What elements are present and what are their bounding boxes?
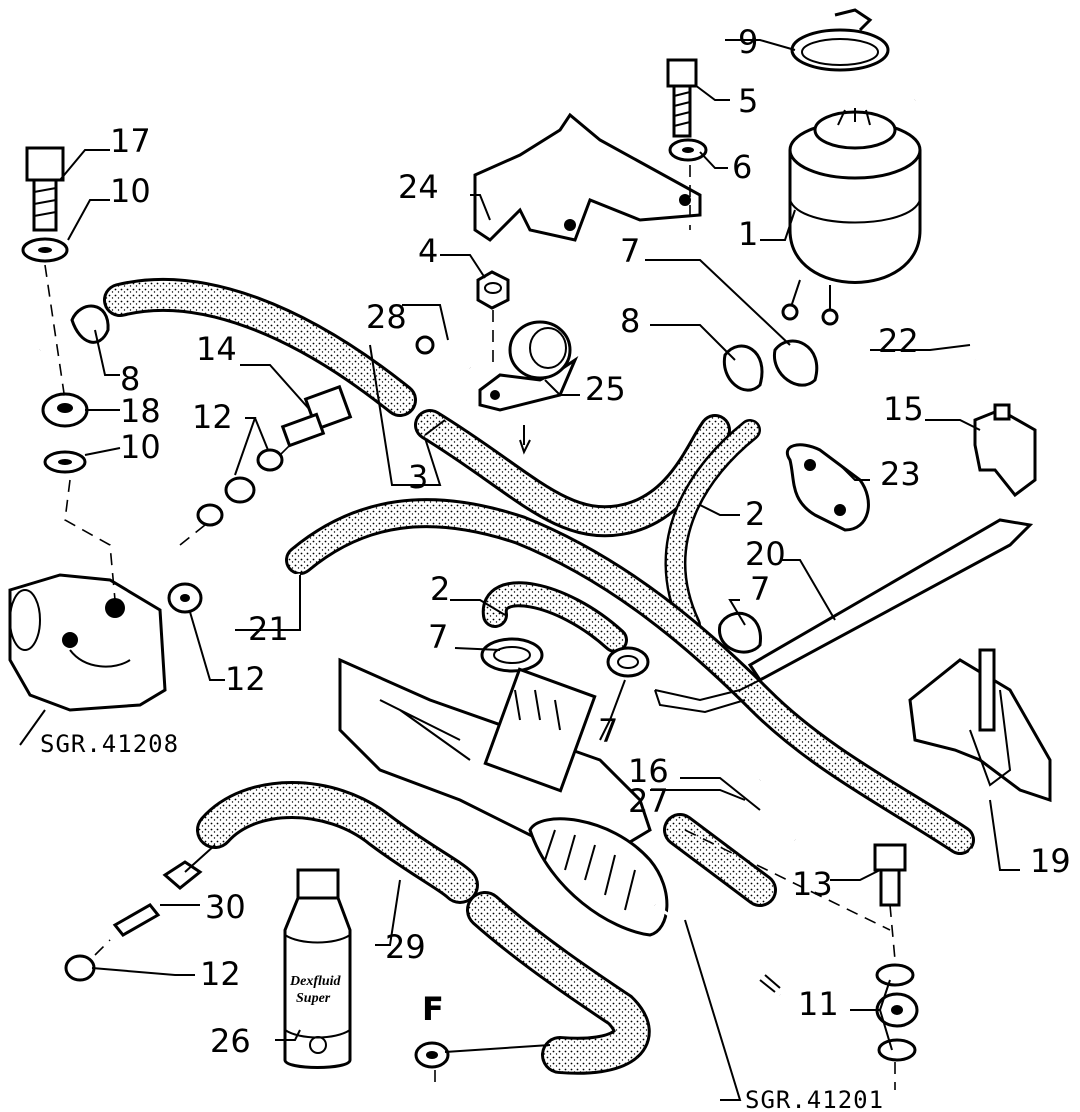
reservoir-1: [781, 108, 922, 326]
hose-21: [285, 498, 975, 855]
ref-rack: SGR.41201: [745, 1086, 884, 1112]
label-2-right: 2: [745, 495, 765, 533]
bolt-14: [280, 384, 353, 448]
rack-boot: [528, 817, 669, 937]
label-7-left: 7: [428, 618, 448, 656]
label-10-bottom: 10: [120, 428, 161, 466]
ref-pump: SGR.41208: [40, 730, 179, 758]
label-15: 15: [883, 390, 924, 428]
label-6: 6: [732, 148, 752, 186]
clamp-7-top: [773, 339, 819, 387]
pipe-11-metal: [914, 848, 998, 1012]
clamp-7-left: [480, 637, 544, 673]
hose-3-upper: [103, 277, 417, 417]
gasket-23: [786, 443, 870, 532]
bracket-19: [908, 648, 1052, 803]
nut-4: [476, 270, 510, 310]
label-12-mid: 12: [225, 660, 266, 698]
label-10-top: 10: [110, 172, 151, 210]
bottle-label-line1: Dexfluid: [289, 974, 342, 989]
label-30: 30: [205, 888, 246, 926]
label-5: 5: [738, 82, 758, 120]
pipe-20: [654, 518, 1034, 714]
washer-12-a: [256, 448, 284, 472]
label-18: 18: [120, 392, 161, 430]
washers-11: [875, 963, 919, 1062]
label-26: 26: [210, 1022, 251, 1060]
label-28: 28: [366, 298, 407, 336]
washer-12-b: [196, 503, 224, 527]
pipe-18: [19, 348, 46, 407]
end-fitting-F: [414, 1041, 551, 1069]
label-F: F: [422, 990, 444, 1028]
label-24: 24: [398, 168, 439, 206]
hose-return-lower: [466, 891, 651, 1075]
label-16: 16: [628, 752, 669, 790]
label-8-left: 8: [120, 360, 140, 398]
label-11: 11: [798, 985, 839, 1023]
bracket-15: [973, 403, 1037, 498]
label-12-bottom: 12: [200, 955, 241, 993]
union-28: [415, 335, 472, 373]
label-3: 3: [408, 458, 428, 496]
washer-12-d: [64, 954, 96, 982]
label-9: 9: [738, 23, 758, 61]
label-22: 22: [878, 322, 919, 360]
clamp-7-right: [718, 611, 762, 654]
hose-2-right: [664, 419, 761, 636]
pipe-21-metal: [229, 488, 301, 578]
label-2-left: 2: [430, 570, 450, 608]
label-21: 21: [248, 610, 289, 648]
centerlines: [44, 165, 896, 1090]
fluid-bottle-26: Dexfluid Super: [283, 868, 352, 1069]
clamp-25: [478, 320, 579, 412]
clamp-9: [790, 8, 890, 72]
bracket-24: [473, 112, 702, 242]
label-14: 14: [196, 330, 237, 368]
bottle-label-line2: Super: [296, 991, 331, 1006]
washer-10-top: [21, 237, 69, 263]
hose-22: [912, 84, 980, 361]
banjo-18: [41, 392, 89, 428]
clamp-8-right: [722, 344, 764, 392]
pump: [8, 573, 167, 712]
label-8-right: 8: [620, 302, 640, 340]
tie-rod: [654, 903, 781, 997]
label-20: 20: [745, 535, 786, 573]
washer-12-c: [167, 582, 203, 614]
label-19: 19: [1030, 842, 1071, 880]
hose-3-lower: [414, 409, 731, 538]
bolt-13: [873, 843, 907, 907]
label-25: 25: [585, 370, 626, 408]
label-23: 23: [880, 455, 921, 493]
hose-27: [663, 813, 777, 907]
label-7-top: 7: [620, 232, 640, 270]
label-29: 29: [385, 928, 426, 966]
label-7-mid: 7: [598, 712, 618, 750]
banjo-12: [224, 476, 256, 504]
bolt-5: [666, 58, 698, 138]
clamp-7-mid: [606, 646, 650, 678]
label-1: 1: [738, 215, 758, 253]
clamp-8-left: [70, 304, 110, 344]
label-17: 17: [110, 122, 151, 160]
label-13: 13: [792, 865, 833, 903]
leader-lines: [19, 39, 1020, 1101]
label-12-top: 12: [192, 398, 233, 436]
washer-10-bottom: [43, 450, 87, 474]
washer-6: [668, 138, 708, 162]
label-7-right: 7: [750, 570, 770, 608]
bolt-17: [25, 146, 65, 232]
label-27: 27: [628, 782, 669, 820]
label-4: 4: [418, 232, 438, 270]
fitting-30: [112, 844, 216, 937]
strap-16: [739, 778, 796, 842]
hose-29: [196, 781, 479, 904]
hose-2-left: [481, 581, 628, 653]
